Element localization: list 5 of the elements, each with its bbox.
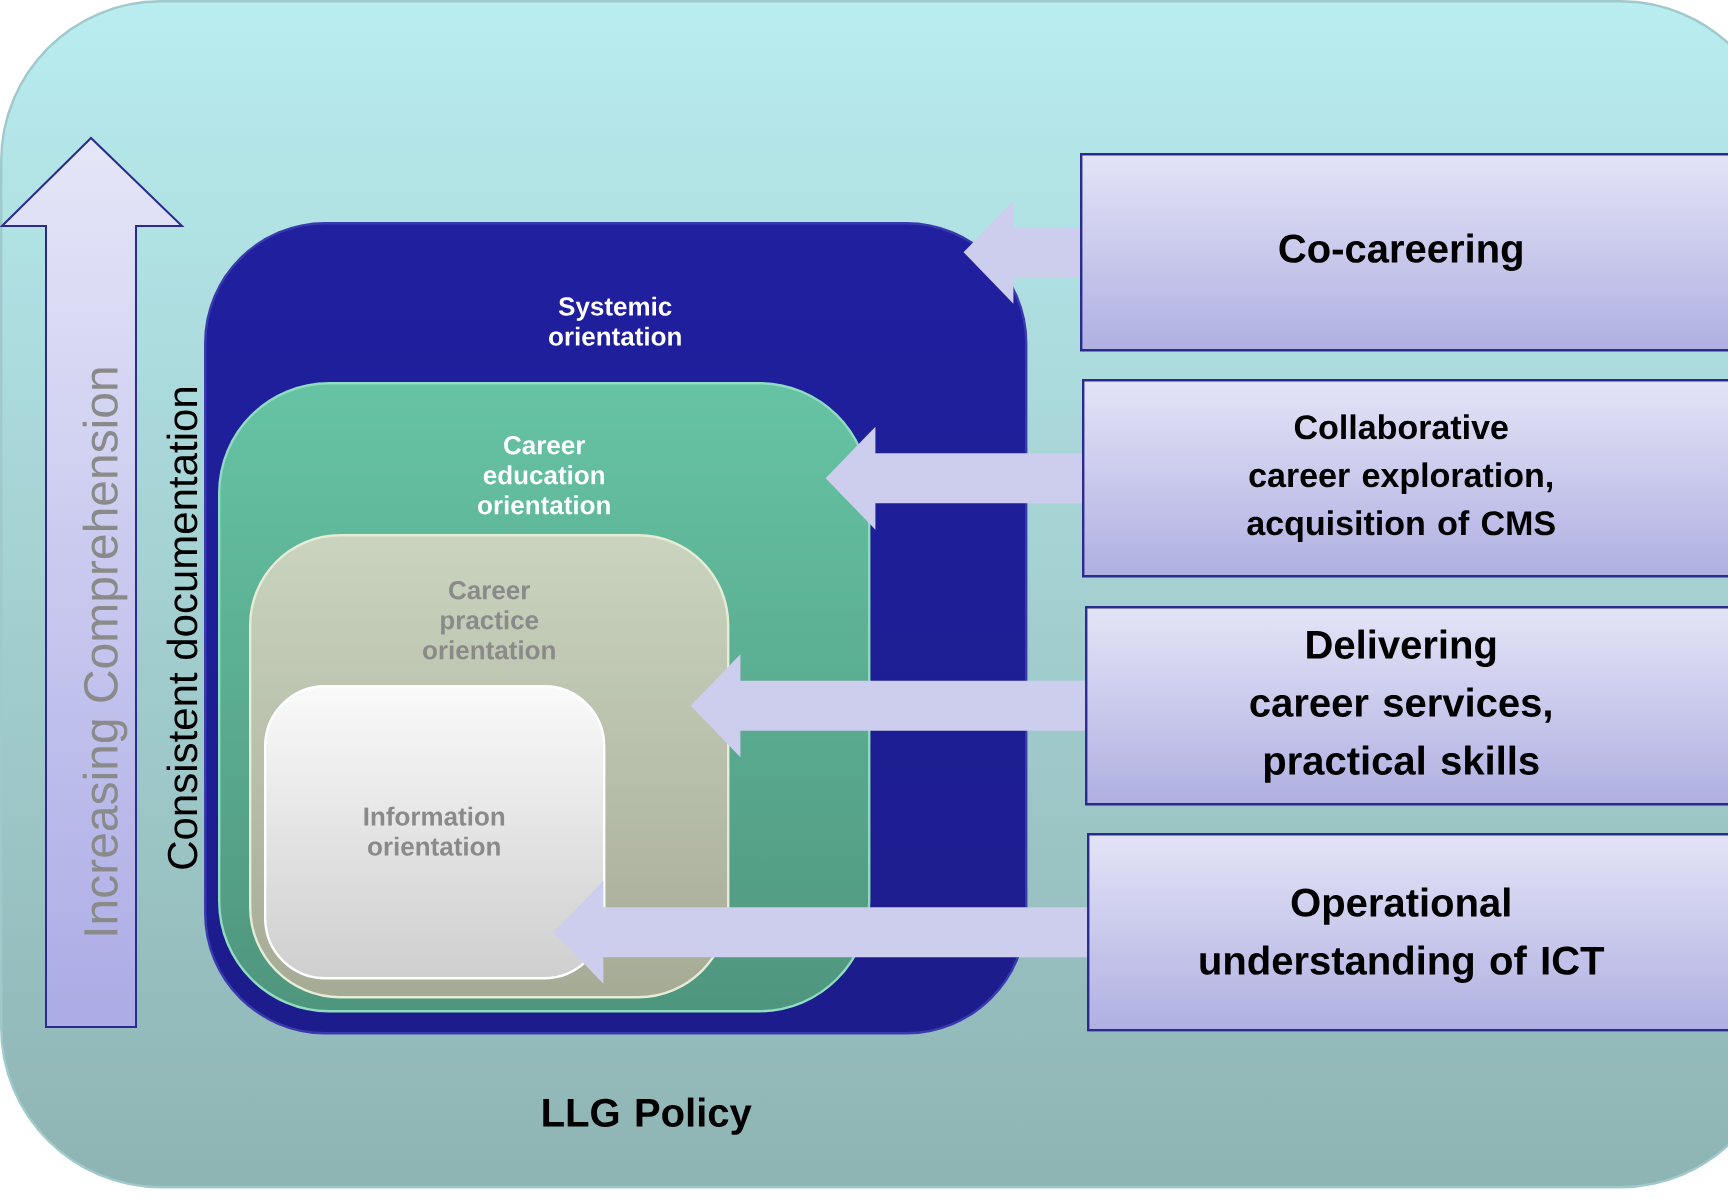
competence-box: Collaborative career exploration, acquisition of CMS — [1082, 379, 1728, 578]
competence-box: Operational understanding of ICT — [1087, 833, 1728, 1032]
orientation-box: Information orientation — [264, 685, 606, 980]
competence-box: Delivering career services, practical skills — [1085, 606, 1728, 806]
competence-box: Co-careering — [1080, 153, 1728, 352]
